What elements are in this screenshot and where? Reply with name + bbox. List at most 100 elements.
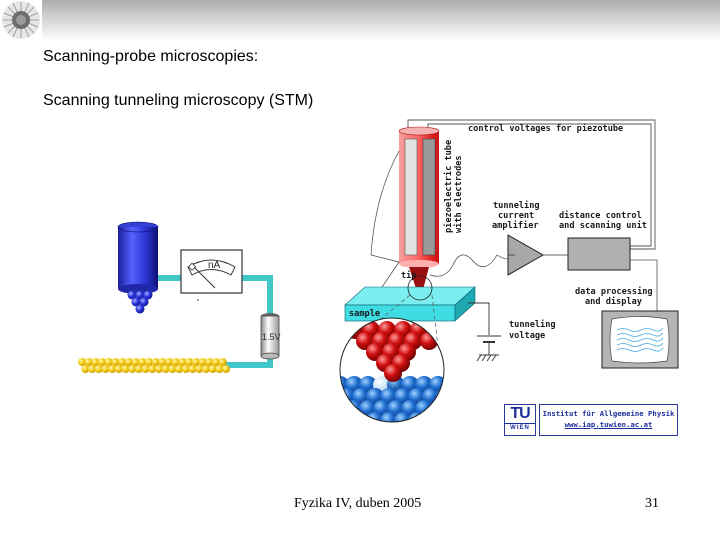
amplifier-label-line2: current: [498, 211, 534, 221]
gold-atom: [188, 365, 197, 373]
gold-atom: [222, 365, 230, 373]
gold-atom: [175, 365, 184, 373]
gold-atom: [114, 365, 123, 373]
battery-voltage-label: 1.5V: [262, 332, 281, 342]
tip-atom: [384, 364, 402, 382]
sample-atom-chain: [78, 358, 230, 373]
gold-atom: [81, 365, 90, 373]
amplifier-label-line3: amplifier: [492, 220, 539, 231]
control-voltages-label: control voltages for piezotube: [468, 123, 623, 134]
gold-atom: [84, 358, 93, 366]
gold-atom: [151, 358, 160, 366]
piezo-label-line2: with electrodes: [453, 155, 464, 233]
gold-atom: [215, 365, 224, 373]
gold-atom: [118, 358, 127, 366]
gold-atom: [198, 358, 207, 366]
gold-atom: [138, 358, 147, 366]
gold-atom: [178, 358, 187, 366]
gold-atom: [101, 365, 110, 373]
data-processing-label-line2: and display: [585, 296, 642, 307]
probe-tip-atoms: [127, 290, 153, 314]
tunneling-gap: [388, 381, 398, 389]
gold-atom: [161, 365, 170, 373]
gold-atom: [108, 365, 117, 373]
gold-atom: [201, 365, 210, 373]
sample-atom: [436, 412, 444, 422]
gold-atom: [104, 358, 113, 366]
sample-atom: [450, 412, 468, 430]
header-bar: [42, 0, 720, 42]
institute-url[interactable]: www.iap.tuwien.ac.at: [564, 420, 653, 429]
institute-name-box: Institut für Allgemeine Physik www.iap.t…: [539, 404, 678, 436]
gold-atom: [168, 365, 177, 373]
gold-atom: [171, 358, 180, 366]
tunneling-voltage-line1: tunneling: [509, 319, 556, 330]
circuit-wire: [158, 275, 273, 368]
tu-wien-logo: TU WIEN: [504, 404, 536, 436]
amplifier-label-line1: tunneling: [493, 200, 540, 211]
sample-atom: [429, 400, 444, 418]
gold-atom: [212, 358, 220, 366]
gold-atom: [185, 358, 194, 366]
gold-atom: [94, 365, 103, 373]
gold-atom: [121, 365, 130, 373]
gold-atom: [145, 358, 153, 366]
ammeter: nA: [180, 249, 243, 294]
university-seal-logo: [2, 1, 40, 39]
footer-page-number: 31: [645, 496, 659, 511]
data-processing-label-line1: data processing: [575, 286, 653, 297]
gold-atom: [134, 365, 143, 373]
stm-circuit-illustration: nA 1.5V: [78, 221, 281, 373]
magnification-ring: [407, 275, 433, 301]
tunneling-voltage-line2: voltage: [509, 331, 545, 341]
control-unit-label-line2: and scanning unit: [559, 220, 647, 231]
gold-atom: [141, 365, 150, 373]
gold-atom: [88, 365, 96, 373]
probe-tip-cylinder: [117, 221, 159, 294]
gold-atom: [191, 358, 200, 366]
sample-atom: [422, 412, 440, 422]
sample-atom: [340, 400, 349, 418]
sample-atom: [408, 412, 426, 422]
sample-atom: [352, 412, 370, 422]
tip-label: tip: [401, 270, 417, 281]
footer-course-date: Fyzika IV, duben 2005: [294, 496, 422, 511]
gold-atom: [111, 358, 120, 366]
control-unit-label-line1: distance control: [559, 210, 642, 221]
gold-atom: [124, 358, 133, 366]
slide-subheading: Scanning tunneling microscopy (STM): [43, 92, 314, 109]
gold-atom: [208, 365, 217, 373]
gold-atom: [91, 358, 100, 366]
sample-atom: [380, 412, 398, 422]
battery: 1.5V: [260, 313, 281, 360]
gold-atom: [78, 358, 86, 366]
gold-atom: [165, 358, 174, 366]
piezoelectric-tube: [398, 126, 440, 268]
gold-atom: [98, 358, 107, 366]
atomic-magnification-view: [339, 317, 468, 430]
gold-atom: [148, 365, 157, 373]
gold-atom: [181, 365, 190, 373]
stm-tip: [409, 267, 429, 301]
institute-name: Institut für Allgemeine Physik: [542, 409, 675, 418]
display-monitor: [601, 310, 679, 369]
sample-atom: [436, 388, 444, 406]
gold-atom: [195, 365, 204, 373]
gold-atom: [131, 358, 140, 366]
sample-atom: [450, 388, 468, 406]
distance-control-unit: [567, 237, 631, 271]
gold-atom: [205, 358, 214, 366]
gold-atom: [128, 365, 137, 373]
tunneling-current-amplifier: [507, 234, 568, 276]
ammeter-unit-label: nA: [208, 260, 221, 271]
tunneling-voltage-source: [468, 302, 501, 362]
sample-atom: [340, 412, 356, 422]
sample-label: sample: [349, 309, 380, 319]
gold-atom: [158, 358, 167, 366]
gold-atom: [155, 365, 163, 373]
slide-heading: Scanning-probe microscopies:: [43, 48, 259, 65]
piezo-label-line1: piezoelectric tube: [443, 140, 454, 233]
sample-atom: [443, 400, 444, 418]
sample-block: [344, 286, 476, 322]
gold-atom: [218, 358, 227, 366]
